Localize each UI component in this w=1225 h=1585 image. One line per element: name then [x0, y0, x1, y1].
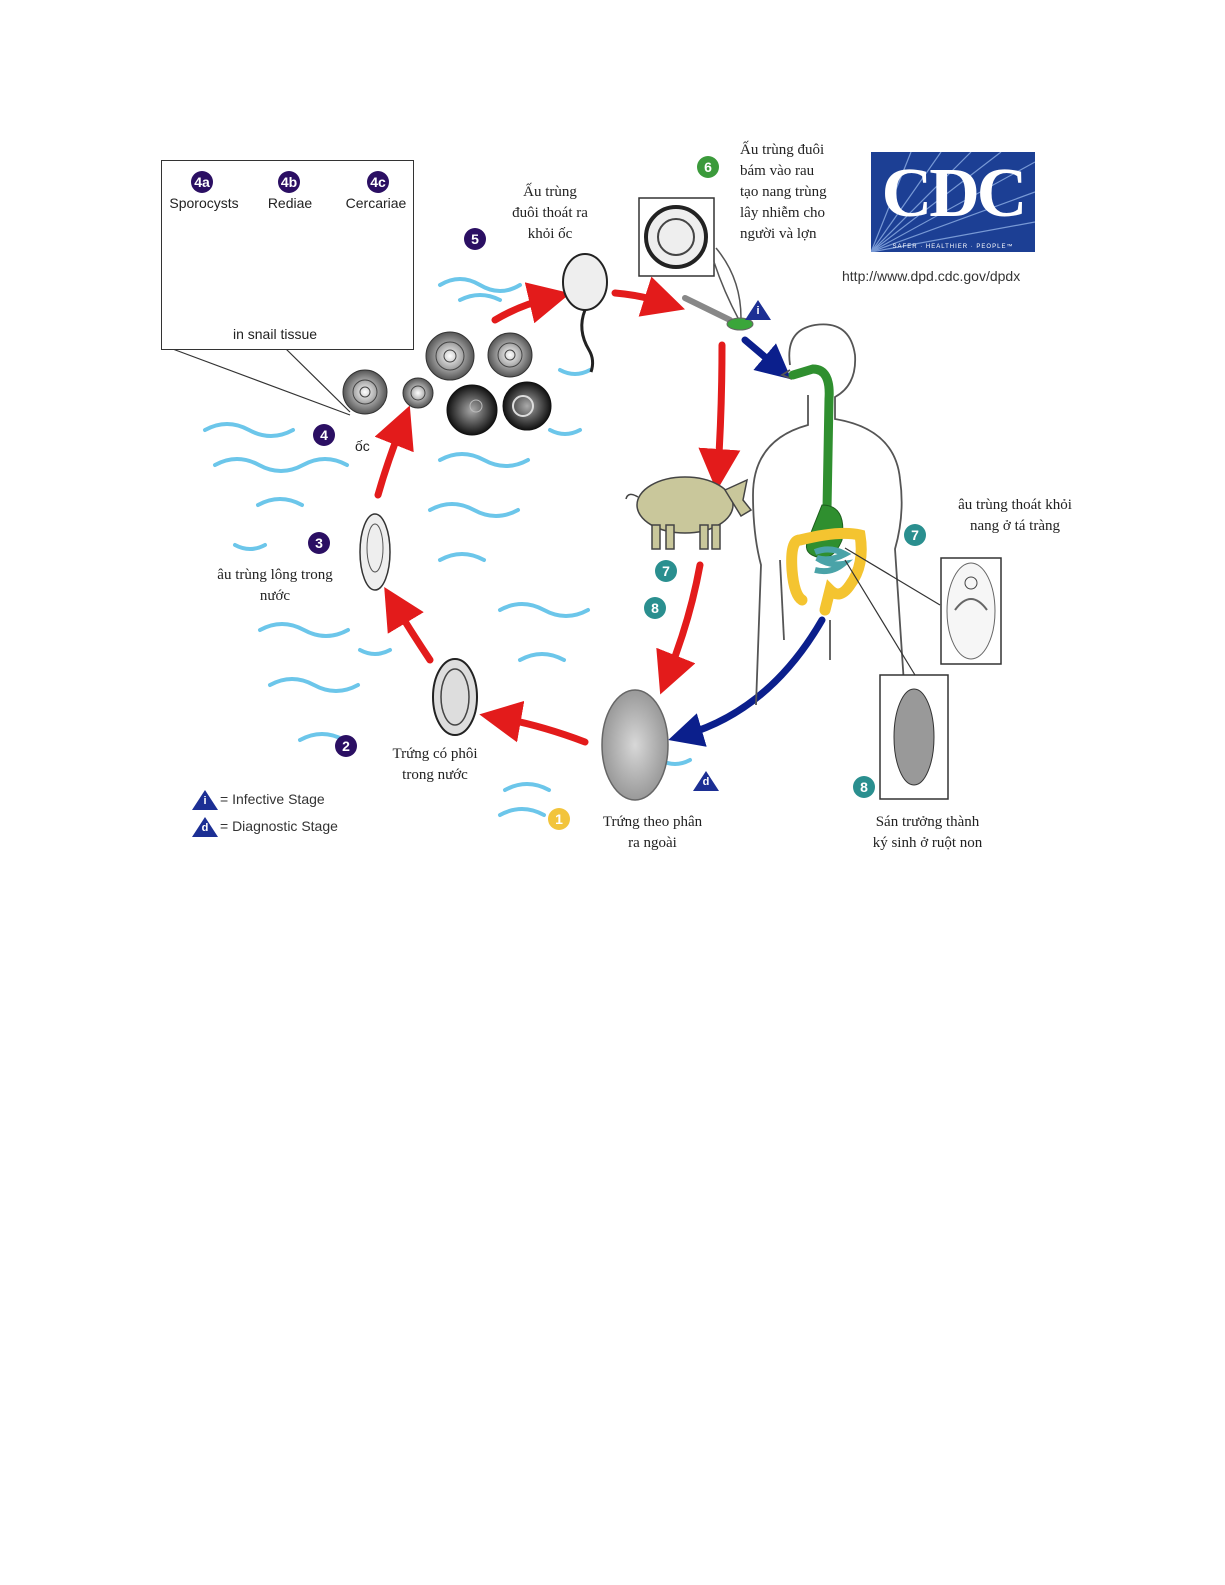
- label-stage-5: Ấu trùng đuôi thoát ra khỏi ốc: [512, 184, 588, 242]
- pointer-line-box-b: [284, 347, 351, 413]
- arrow-embryonated-to-miracidium: [384, 586, 434, 664]
- badge-stage-1: 1: [548, 808, 570, 830]
- pointer-line-7: [844, 547, 941, 606]
- snails: [342, 331, 552, 436]
- label-rediae: Rediae: [267, 195, 313, 211]
- cdc-logo-text: CDC: [881, 155, 1028, 232]
- badge-stage-5: 5: [464, 228, 486, 250]
- wave: [498, 807, 546, 817]
- label-cercariae: Cercariae: [345, 195, 407, 211]
- egg-unembryonated: [601, 689, 669, 801]
- arrow-plant-to-human: [741, 336, 792, 380]
- wave: [438, 452, 530, 468]
- water-plant: [682, 295, 733, 323]
- wave: [458, 293, 502, 302]
- pointer-line-box-a: [169, 347, 351, 416]
- infective-marker-plant: [745, 300, 771, 320]
- wave: [558, 368, 592, 376]
- wave: [358, 648, 392, 656]
- legend-infective-letter: i: [203, 795, 207, 807]
- badge-4b: 4b: [278, 171, 300, 193]
- badge-4a: 4a: [191, 171, 213, 193]
- human-arrows: [668, 336, 826, 747]
- arrow-egg-to-embryonated: [479, 700, 589, 746]
- badge-stage-4: 4: [313, 424, 335, 446]
- legend-infective-label: = Infective Stage: [220, 791, 325, 807]
- diagnostic-marker-letter: d: [702, 776, 710, 788]
- small-intestine: [813, 546, 854, 575]
- wave: [518, 652, 566, 662]
- arrow-human-to-egg: [668, 616, 826, 747]
- wave: [233, 543, 267, 551]
- cdc-tagline: SAFER · HEALTHIER · PEOPLE™: [892, 244, 1014, 250]
- pig-badge-8: 8: [644, 597, 666, 619]
- diagnostic-marker-egg: [693, 771, 719, 791]
- arrow-snail-to-cercaria: [491, 282, 571, 324]
- label-in-snail-tissue: in snail tissue: [232, 326, 318, 342]
- legend-diagnostic-label: = Diagnostic Stage: [220, 818, 338, 834]
- legend-triangles: [192, 790, 218, 837]
- wave: [258, 622, 350, 638]
- label-stage-4: ốc: [355, 438, 370, 454]
- cercaria-free: [562, 253, 608, 373]
- pig: [625, 476, 753, 550]
- source-url: http://www.dpd.cdc.gov/dpdx: [842, 268, 1021, 284]
- water-waves: [203, 277, 692, 817]
- cdc-rays-icon: [871, 152, 1035, 252]
- badge-stage-7: 7: [904, 524, 926, 546]
- arrow-cercaria-to-plant: [611, 276, 686, 317]
- wave: [428, 502, 520, 518]
- cycle-arrows: [374, 276, 741, 746]
- badge-4c: 4c: [367, 171, 389, 193]
- human-body: [752, 323, 906, 706]
- arrow-pig-to-egg: [656, 561, 704, 695]
- wave: [256, 497, 304, 507]
- miracidium: [359, 513, 391, 591]
- infective-marker-letter: i: [756, 305, 760, 317]
- cdc-logo: CDC SAFER · HEALTHIER · PEOPLE™: [871, 152, 1035, 252]
- pointer-line-8: [844, 559, 916, 676]
- egg-embryonated: [432, 658, 478, 736]
- arrow-miracidium-to-snail: [374, 405, 414, 499]
- label-stage-1: Trứng theo phân ra ngoài: [602, 814, 703, 851]
- label-sporocysts: Sporocysts: [169, 195, 239, 211]
- pig-badge-7: 7: [655, 560, 677, 582]
- badge-stage-6: 6: [697, 156, 719, 178]
- label-stage-2: Trứng có phôi trong nước: [392, 746, 478, 783]
- wave: [498, 602, 590, 618]
- large-intestine: [786, 527, 867, 616]
- badge-stage-3: 3: [308, 532, 330, 554]
- wave: [503, 782, 551, 792]
- label-stage-6: Ấu trùng đuôi bám vào rau tạo nang trùng…: [740, 142, 827, 242]
- legend-diagnostic-letter: d: [201, 822, 209, 834]
- wave: [268, 677, 360, 693]
- wave: [213, 457, 349, 473]
- badge-stage-2: 2: [335, 735, 357, 757]
- label-stage-3: âu trùng lông trong nước: [217, 567, 333, 604]
- badge-stage-8: 8: [853, 776, 875, 798]
- label-stage-7: âu trùng thoát khỏi nang ở tá tràng: [958, 497, 1072, 534]
- label-stage-8: Sán trưởng thành ký sinh ở ruột non: [872, 814, 983, 851]
- wave: [548, 428, 582, 436]
- wave: [438, 552, 486, 562]
- wave: [203, 422, 295, 438]
- wave: [438, 277, 522, 293]
- arrow-plant-to-pig: [698, 341, 741, 491]
